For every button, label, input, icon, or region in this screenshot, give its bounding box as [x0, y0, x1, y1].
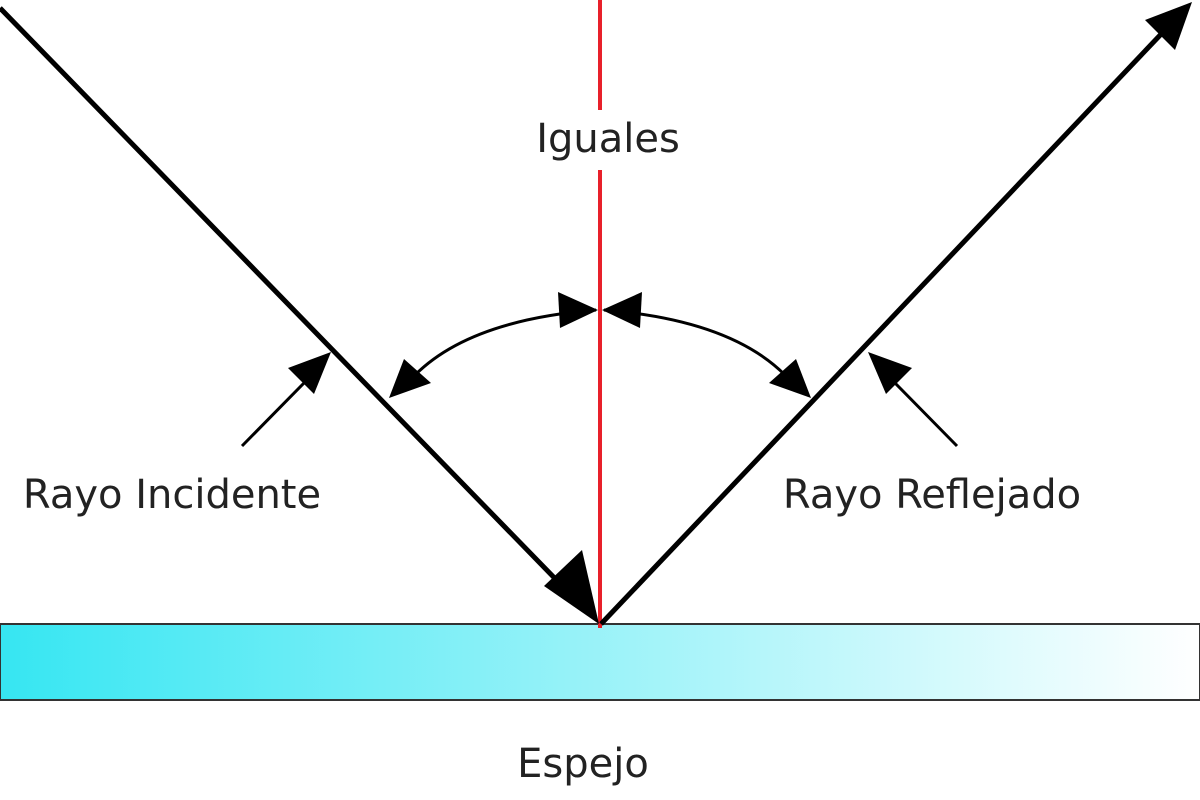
incident-label-pointer [240, 380, 307, 448]
mirror-label: Espejo [517, 741, 649, 787]
reflection-arc-arrowhead-ray [769, 359, 811, 398]
incident-ray-label: Rayo Incidente [23, 472, 321, 518]
incident-ray [0, 6, 574, 598]
reflected-label-pointer-arrowhead [868, 352, 912, 394]
mirror-surface [0, 623, 1200, 701]
reflected-label-pointer [892, 380, 959, 448]
reflected-ray-label: Rayo Reflejado [783, 472, 1081, 518]
reflection-arc-arrowhead-normal [602, 292, 642, 328]
equal-angles-label: Iguales [536, 116, 680, 162]
iguales-label-mask [535, 110, 675, 170]
reflected-ray-arrowhead [1145, 2, 1192, 50]
incident-label-pointer-arrowhead [288, 352, 331, 394]
incidence-arc-arrowhead-normal [558, 292, 598, 328]
incidence-arc-arrowhead-ray [389, 359, 431, 398]
incident-ray-arrowhead [544, 550, 599, 624]
reflected-ray [599, 28, 1167, 626]
